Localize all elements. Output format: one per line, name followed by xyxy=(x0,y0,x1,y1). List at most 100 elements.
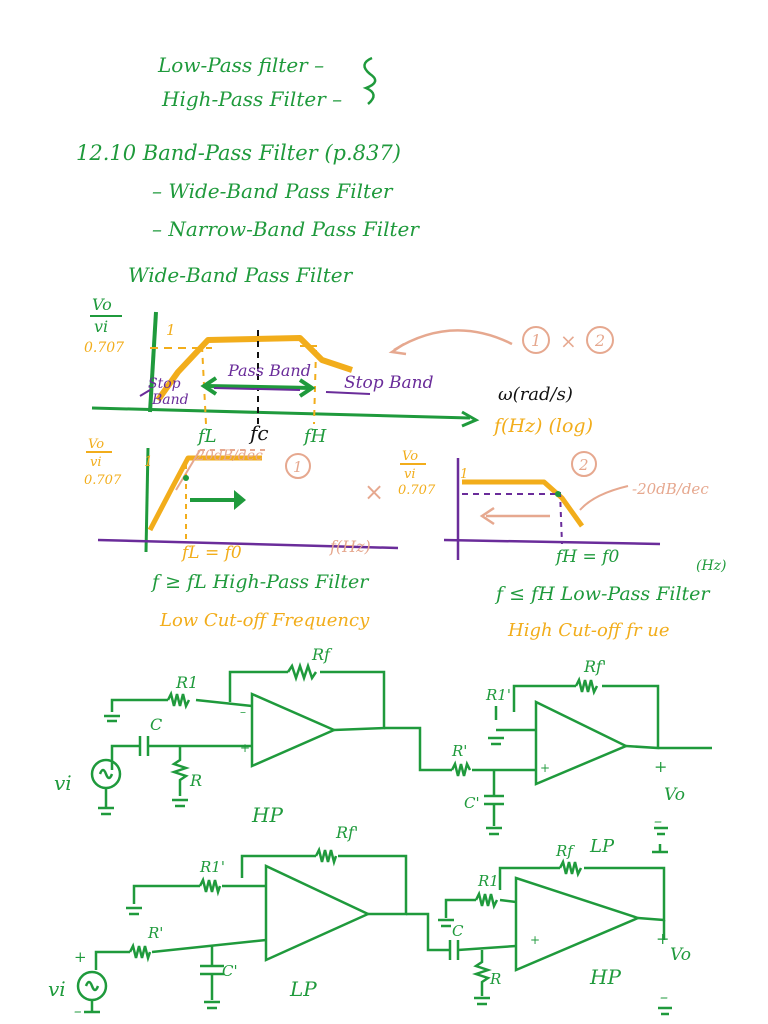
lp-0707: 0.707 xyxy=(398,483,436,498)
pass-band-underline xyxy=(213,387,301,391)
lp-x-axis xyxy=(443,538,661,546)
pass-band-label: Pass Band xyxy=(227,361,311,380)
stop-band-tick xyxy=(139,389,151,397)
fh-dashed xyxy=(313,349,317,425)
circuit-bottom xyxy=(76,846,672,1016)
ground-source-bottom xyxy=(84,1000,100,1014)
hp-arrowhead xyxy=(234,490,246,510)
fc-label: fc xyxy=(248,421,269,445)
lp-response-curve xyxy=(462,479,585,528)
feedback-wire-bottom-right xyxy=(498,866,666,922)
r1p-wire-bottom xyxy=(132,884,266,904)
opamp-top-left xyxy=(250,692,338,768)
opamp4-plus: + xyxy=(530,933,540,947)
hp-ylabel-num: Vo xyxy=(88,437,104,452)
lp-axis-unit: (Hz) xyxy=(696,558,727,574)
lp-fh-dashed xyxy=(559,491,563,545)
label-rf-top: Rf xyxy=(311,645,333,664)
ground-out-top xyxy=(654,826,668,836)
note-highpass: High-Pass Filter – xyxy=(161,87,342,111)
note-wide-title: Wide-Band Pass Filter xyxy=(128,263,354,287)
lp-condition: f ≤ fH Low-Pass Filter xyxy=(494,583,711,605)
lp-caption: High Cut-off fr ue xyxy=(507,620,670,641)
source-wave-top xyxy=(98,768,114,780)
label-r1p-top: R1' xyxy=(485,686,511,704)
label-rp-bottom: R' xyxy=(147,924,163,942)
feedback-wire-bottom-left xyxy=(240,854,408,916)
label-vo-bottom: Vo xyxy=(670,945,691,965)
label-vo-top: Vo xyxy=(664,785,685,805)
label-rf2-bottom: Rf xyxy=(555,842,575,860)
brace-mark xyxy=(362,56,377,105)
link-wire-top xyxy=(384,726,536,772)
label-lp-bottom: LP xyxy=(289,977,317,1001)
hp-caption: Low Cut-off Frequency xyxy=(159,610,370,631)
fl-label: fL xyxy=(196,426,217,447)
resistor-r1-bottom xyxy=(474,890,499,910)
rp-wire-bottom xyxy=(94,938,267,970)
hp-cutoff-point xyxy=(183,475,189,481)
bandpass-bode-plot: Vo vi 1 0.707 Stop Band Pass Band Stop B… xyxy=(84,295,614,447)
bandpass-response-curve xyxy=(155,335,353,402)
label-cp-bottom: C' xyxy=(222,962,238,980)
capacitor-c-bottom xyxy=(448,940,460,960)
resistor-r1-top xyxy=(166,690,191,710)
resistor-rf-top xyxy=(286,662,318,682)
times-mark: × xyxy=(560,329,577,353)
resistor-rf2-bottom xyxy=(558,858,583,878)
reference-arrow xyxy=(393,329,513,352)
capacitor-c-top xyxy=(138,736,150,756)
hp-y-axis xyxy=(144,447,150,553)
note-section: 12.10 Band-Pass Filter (p.837) xyxy=(76,141,401,165)
circle-one-text: 1 xyxy=(531,331,541,350)
ground-source-top xyxy=(98,788,114,816)
source-wave-bottom xyxy=(84,980,100,992)
label-r1p-bottom: R1' xyxy=(199,858,225,876)
opamp-top-right xyxy=(534,699,630,786)
label-cp-top: C' xyxy=(464,794,480,812)
resistor-r-top xyxy=(170,746,190,808)
capacitor-cp-bottom xyxy=(200,946,224,1010)
pass-band-arrowheads xyxy=(200,376,316,398)
pass-band-arrow xyxy=(205,384,313,390)
hp-slope-line xyxy=(175,449,201,491)
opamp1-minus: – xyxy=(240,705,246,719)
circle-two-text: 2 xyxy=(594,331,605,350)
bode-y-axis xyxy=(148,311,158,413)
label-rf-bottom: Rf' xyxy=(335,823,358,842)
label-rf2-top: Rf' xyxy=(583,657,606,676)
source-plus-bottom: + xyxy=(74,948,87,966)
feedback-wire-top-right xyxy=(512,684,712,750)
resistor-rf2-top xyxy=(574,676,599,696)
highpass-plot: Vo vi 1 0.707 20dB/dec 1 fL = f0 f(Hz) f… xyxy=(84,437,399,631)
bode-one: 1 xyxy=(166,321,176,339)
hp-axis-unit: f(Hz) xyxy=(329,537,371,556)
opamp-bottom-right xyxy=(514,876,642,972)
hp-0707: 0.707 xyxy=(84,473,122,488)
label-c-top: C xyxy=(150,715,162,734)
label-rp-top: R' xyxy=(451,742,467,760)
feedback-wire-top-left xyxy=(228,670,386,732)
label-r-top: R xyxy=(189,771,202,790)
bode-x-axis xyxy=(91,406,471,420)
lp-fh-eq: fH = f0 xyxy=(554,547,619,567)
label-r-bottom: R xyxy=(489,970,501,988)
plots-times-mark: × xyxy=(364,478,384,506)
resistor-rp-bottom xyxy=(128,942,152,963)
lp-one: 1 xyxy=(460,467,468,482)
stop-left-2: Band xyxy=(151,392,189,408)
opamp2-plus: + xyxy=(540,761,550,775)
link-wire-bottom xyxy=(406,912,517,952)
label-r1-top: R1 xyxy=(175,673,198,692)
resistor-r-bottom xyxy=(472,950,492,1006)
bode-x-arrow xyxy=(461,410,480,428)
label-plus-top: + xyxy=(654,757,667,776)
hp-fl-eq: fL = f0 xyxy=(180,543,242,563)
stop-band-underline xyxy=(325,391,371,395)
bode-0707: 0.707 xyxy=(84,340,124,356)
label-plus-bottom: + xyxy=(656,929,669,948)
note-wide: – Wide-Band Pass Filter xyxy=(152,179,394,203)
resistor-rp-top xyxy=(450,760,472,777)
label-r1-bottom: R1 xyxy=(477,872,499,890)
